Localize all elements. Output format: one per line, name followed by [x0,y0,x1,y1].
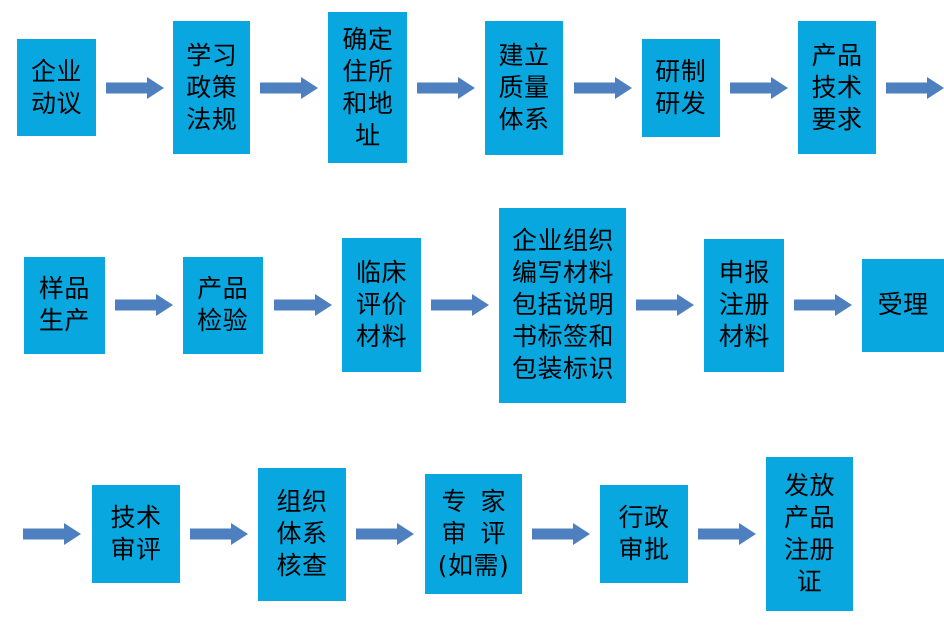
node-label-line: 研制 [655,56,707,86]
node-label-line: 包括说明 [511,290,614,319]
layout-spacer [0,305,24,306]
arrow-6-icon [886,76,944,99]
node-label-line: 技术 [110,503,162,532]
node-label-line: 临床 [356,258,408,287]
node-label-line: 和地 [342,88,394,118]
node-expert-review[interactable]: 专家审评 (如需) [425,474,522,594]
arrow-4-icon [573,76,632,99]
arrow-8-icon [273,294,332,316]
node-label-line: 住所 [342,56,394,86]
arrow-15-icon [532,523,590,545]
layout-spacer [0,534,23,535]
node-label-line: 核查 [276,551,328,580]
row-1: 企业动议学习政策法规确定住所和地址建立质量体系研制研发产品技术要求 [0,0,944,175]
node-label-line: 产品 [811,40,863,70]
node-acceptance[interactable]: 受理 [862,258,944,352]
node-label-line: 法规 [186,104,238,134]
node-enterprise-prepare-documents[interactable]: 企业组织编写材料包括说明书标签和包装标识 [499,207,627,403]
node-research-development[interactable]: 研制研发 [641,38,720,137]
node-label-line: 注册 [783,535,835,564]
node-study-policy-regulations[interactable]: 学习政策法规 [173,21,251,154]
node-product-inspection[interactable]: 产品检验 [182,256,263,354]
node-label-line: 产品 [197,274,249,303]
node-clinical-evaluation-materials[interactable]: 临床评价材料 [341,238,422,372]
node-label-line: 书标签和 [511,322,614,351]
node-label-line: 申报 [718,258,770,287]
node-label-line: 体系 [276,519,328,548]
arrow-1-icon [106,76,165,99]
node-label-line: 包装标识 [511,354,614,383]
node-label-line: 要求 [811,104,863,134]
node-label-line: 检验 [197,306,249,335]
node-label-line: 确定 [342,24,394,54]
row-3: 技术审评组织体系核查专家审评(如需)行政审批发放产品注册证 [0,443,944,625]
node-label-line: 体系 [498,104,550,134]
node-administrative-approval[interactable]: 行政审批 [600,485,688,583]
arrow-14-icon [356,523,414,545]
node-label-line: 企业组织 [511,226,614,255]
node-label-line: 审批 [618,535,670,564]
node-label-line: 评价 [356,290,408,319]
arrow-12-icon [23,523,81,545]
arrow-9-icon [431,294,490,316]
arrow-11-icon [794,294,853,316]
node-label-line: 材料 [356,322,408,351]
node-sample-production[interactable]: 样品生产 [24,256,105,354]
arrow-16-icon [698,523,756,545]
node-issue-registration-certificate[interactable]: 发放产品注册证 [766,457,853,611]
node-label-line: 审评 [110,535,162,564]
node-label-line: 证 [796,567,823,596]
node-submit-registration-materials[interactable]: 申报注册材料 [704,238,785,372]
node-label-line: 质量 [498,72,550,102]
node-label-line: 企业 [31,56,83,86]
arrow-10-icon [636,294,695,316]
arrow-7-icon [114,294,173,316]
node-label-line: 政策 [186,72,238,102]
layout-spacer [0,87,17,88]
arrow-3-icon [417,76,476,99]
arrow-2-icon [260,76,319,99]
node-establish-quality-system[interactable]: 建立质量体系 [485,20,563,155]
node-quality-system-inspection[interactable]: 组织体系核查 [258,467,346,601]
node-label-line: 址 [355,120,381,150]
node-label-line: 组织 [276,487,328,516]
arrow-13-icon [190,523,248,545]
node-product-technical-requirements[interactable]: 产品技术要求 [797,21,877,154]
node-label-line: 审评 [441,519,520,548]
row-2: 样品生产产品检验临床评价材料企业组织编写材料包括说明书标签和包装标识申报注册材料… [0,200,944,410]
node-label-line: 生产 [38,306,90,335]
node-label-line: 建立 [498,40,550,70]
node-label-line: 编写材料 [511,258,614,287]
node-label-line: 样品 [38,274,90,303]
node-label-line: 产品 [783,503,835,532]
node-label-line: 受理 [877,290,929,319]
node-label-line: 专家 [441,487,520,516]
node-label-line: 技术 [811,72,863,102]
node-enterprise-proposal[interactable]: 企业动议 [17,39,97,136]
node-label-line: (如需) [437,551,510,580]
node-label-line: 行政 [618,503,670,532]
node-determine-address[interactable]: 确定住所和地址 [328,12,408,163]
node-technical-review[interactable]: 技术审评 [92,485,180,583]
node-label-line: 注册 [718,290,770,319]
node-label-line: 研发 [655,88,707,118]
arrow-5-icon [729,76,788,99]
node-label-line: 学习 [186,40,238,70]
node-label-line: 材料 [718,322,770,351]
node-label-line: 动议 [31,88,83,118]
node-label-line: 发放 [783,471,835,500]
